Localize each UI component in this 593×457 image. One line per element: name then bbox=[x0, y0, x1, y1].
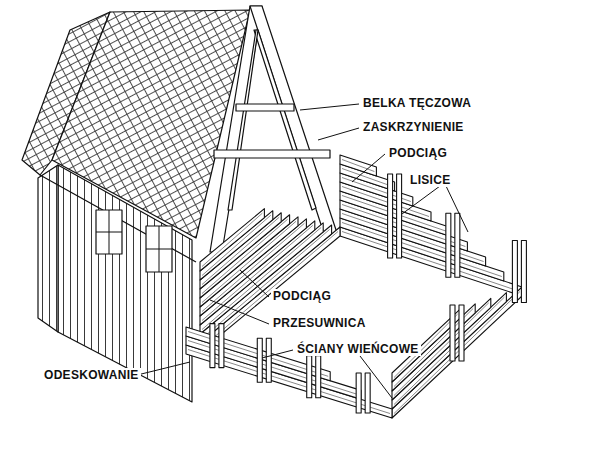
part-label: PRZESUWNICA bbox=[271, 316, 368, 330]
lisica-post bbox=[307, 356, 312, 398]
part-label: PODCIĄG bbox=[387, 146, 449, 160]
lisica-post bbox=[446, 213, 451, 277]
lisica-post bbox=[210, 324, 215, 368]
lisica-post bbox=[356, 373, 361, 413]
log-grain bbox=[202, 215, 271, 275]
part-label: ŚCIANY WIEŃCOWE bbox=[295, 342, 421, 356]
lisica-post bbox=[266, 338, 271, 382]
lisica-post bbox=[365, 373, 370, 413]
lisica-post bbox=[388, 174, 393, 258]
lisica-post bbox=[455, 213, 460, 277]
lisica-post bbox=[219, 324, 224, 368]
lisica-post bbox=[316, 356, 321, 398]
log bbox=[200, 209, 264, 271]
log-grain bbox=[342, 160, 374, 172]
part-label: BELKA TĘCZOWA bbox=[361, 96, 473, 110]
part-label: ODESKOWANIE bbox=[42, 368, 141, 382]
lisica-post bbox=[459, 305, 464, 361]
log bbox=[200, 213, 281, 289]
lisica-post bbox=[397, 174, 402, 258]
lisica-post bbox=[521, 240, 526, 302]
lisica-post bbox=[257, 338, 262, 382]
log bbox=[200, 211, 273, 280]
lisica-post bbox=[512, 240, 517, 302]
log-grain bbox=[202, 213, 262, 266]
lisica-post bbox=[450, 305, 455, 361]
part-label: ZASKRZYNIENIE bbox=[361, 120, 466, 134]
part-label: PODCIĄG bbox=[271, 289, 333, 303]
part-label: LISICE bbox=[408, 173, 452, 187]
